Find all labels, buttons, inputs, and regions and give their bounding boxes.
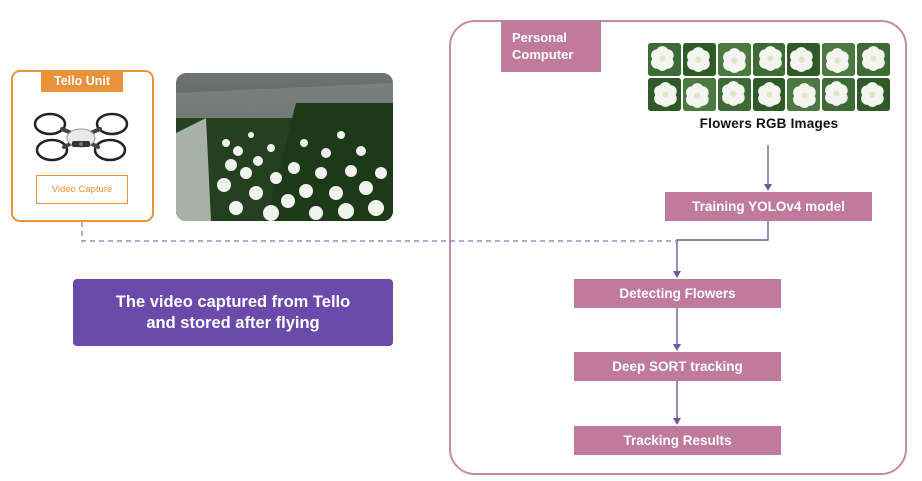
flower-thumbnail: [717, 78, 751, 111]
tello-unit-label: Tello Unit: [41, 70, 123, 92]
detecting-step: Detecting Flowers: [574, 279, 781, 308]
flower-thumbnail: [857, 43, 890, 76]
flower-thumbnail: [648, 78, 681, 111]
results-step: Tracking Results: [574, 426, 781, 455]
drone-icon: [32, 107, 130, 167]
flower-thumbnail: [822, 43, 856, 76]
flower-thumbnail: [682, 43, 716, 76]
flower-thumbnail: [648, 43, 681, 76]
flower-thumbnail: [752, 43, 786, 76]
flower-thumbnail: [822, 78, 856, 111]
flower-thumbnail: [857, 78, 890, 111]
video-caption: The video captured from Tello and stored…: [73, 279, 393, 346]
personal-computer-label: Personal Computer: [501, 20, 601, 72]
flower-thumbnail: [787, 78, 821, 111]
training-step: Training YOLOv4 model: [665, 192, 872, 221]
video-capture-box: Video Capture: [36, 175, 128, 204]
flower-thumbnail: [682, 78, 716, 111]
caption-line-1: The video captured from Tello: [115, 292, 351, 311]
pc-label-line-2: Computer: [512, 47, 574, 62]
greenhouse-photo: [176, 73, 393, 221]
flower-thumbnail: [717, 43, 751, 76]
flowers-images-label: Flowers RGB Images: [699, 116, 839, 131]
flower-thumbnail: [787, 43, 821, 76]
flower-thumbnail: [752, 78, 786, 111]
pc-label-line-1: Personal: [512, 30, 567, 45]
flower-image-grid: [648, 43, 890, 111]
tracking-step: Deep SORT tracking: [574, 352, 781, 381]
caption-line-2: and stored after flying: [146, 313, 320, 332]
